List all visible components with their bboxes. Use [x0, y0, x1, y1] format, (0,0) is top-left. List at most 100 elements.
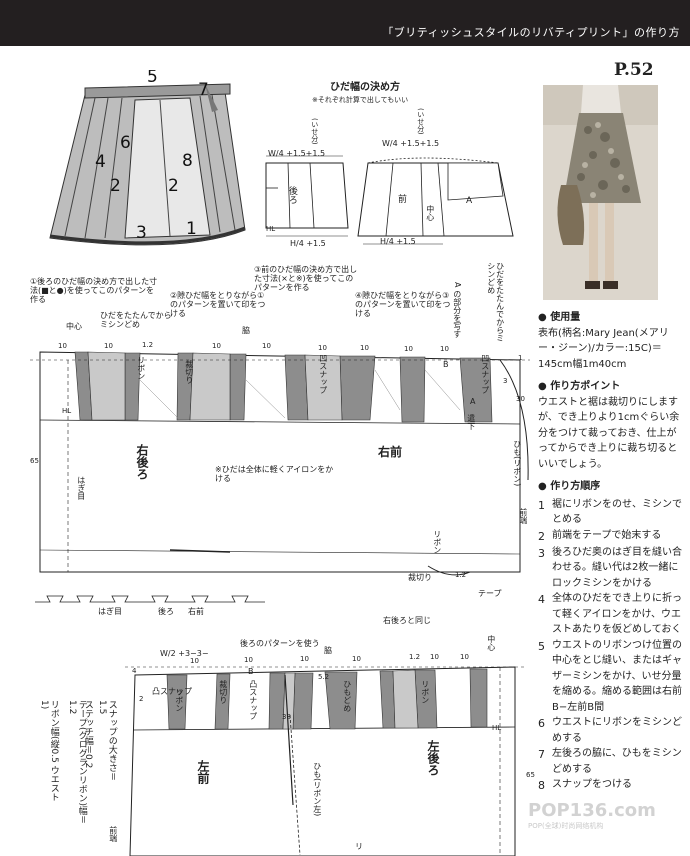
instructions-column: ● 使用量 表布(柄名:Mary Jean(メアリー・ジーン)/カラー:15C)…	[538, 303, 684, 794]
cross-seam: はぎ目	[98, 607, 122, 616]
note-stitch: ステッチ幅＝0.2	[82, 700, 93, 769]
pleat-waist-note-2: (いせ分)	[416, 108, 425, 135]
lower-back-left: 左後ろ	[426, 740, 440, 776]
upper-num-12: 1.2	[142, 341, 154, 349]
skirt-num-4: 4	[95, 152, 106, 172]
lower-ribbon: リボン	[174, 688, 184, 712]
page-number: P.52	[614, 60, 654, 80]
skirt-num-6: 6	[120, 133, 131, 153]
lower-ribbon2: リボン	[420, 680, 430, 704]
upper-num-3: 3	[503, 377, 508, 385]
upper-side: 脇	[242, 326, 250, 335]
upper-back-right: 右後ろ	[135, 444, 149, 480]
lower-center: 中心	[486, 635, 496, 651]
header-bar: 「ブリティッシュスタイルのリバティプリント」の作り方	[0, 0, 690, 46]
lower-b-snap: 凸スナップ	[248, 680, 258, 720]
pleat-waist-note-1: (いせ分)	[310, 118, 319, 145]
skirt-num-2a: 2	[110, 176, 121, 196]
upper-num-10f: 10	[360, 344, 369, 352]
lower-top-note: 右後ろと同じ	[383, 616, 431, 625]
pleat-dim-front: W/4 +1.5+1.5	[382, 139, 440, 148]
upper-snap2: 凹スナップ	[480, 354, 490, 394]
pleat-diagram	[265, 155, 514, 245]
upper-num-10h: 10	[440, 345, 449, 353]
annotation-5: ④隙ひだ幅をとりながら③のパターンを置いて印をつける	[355, 291, 451, 318]
note-tape: テープ(グログランリボン)幅＝1.2	[66, 700, 87, 825]
lower-num-10e: 10	[430, 653, 439, 661]
pleat-hl: HL	[266, 225, 276, 233]
model-photo	[543, 85, 658, 300]
upper-seam: はぎ目	[76, 476, 86, 500]
pleat-note: ※それぞれ計算で出してもいい	[312, 96, 409, 104]
lower-num-10a: 10	[190, 657, 199, 665]
lower-side: 脇	[324, 646, 332, 655]
skirt-num-3: 3	[136, 223, 147, 243]
upper-hem-cut: 裁切り	[408, 573, 432, 582]
upper-num-10e: 10	[318, 344, 327, 352]
upper-himo: ひも(リボン)	[512, 440, 522, 487]
lower-num-10b: 10	[244, 656, 253, 664]
upper-num-1: 1	[518, 354, 523, 362]
lower-num-12: 1.2	[409, 653, 421, 661]
lower-pattern	[125, 666, 525, 856]
upper-num-10d: 10	[262, 342, 271, 350]
annotation-6: A の部分を写す	[452, 282, 462, 339]
lower-b: B	[248, 667, 254, 676]
pleat-front-label: 前	[398, 195, 408, 205]
skirt-num-1: 1	[186, 219, 197, 239]
usage-title: ● 使用量	[538, 312, 581, 323]
upper-front-edge: 前端	[518, 508, 528, 524]
points-text: ウエストと裾は裁切りにしますが、でき上りより1cmぐらい余分をつけて裁っておき、…	[538, 396, 680, 470]
points-title: ● 作り方ポイント	[538, 381, 621, 392]
lower-front-edge: 前端	[108, 826, 118, 842]
pleat-a-label: A	[466, 196, 473, 206]
upper-a: A	[470, 397, 476, 406]
lower-himo-left: ひも(リボン左)	[312, 762, 322, 817]
annotation-2: ひだをたたんでからミシンどめ	[100, 311, 172, 329]
cross-section	[35, 595, 265, 603]
upper-iron-note: ※ひだは全体に軽くアイロンをかける	[215, 465, 334, 483]
upper-num-10c: 10	[212, 342, 221, 350]
lower-waist-cut: 裁切り	[218, 680, 228, 704]
lower-hl: HL	[492, 724, 502, 732]
annotation-7: ひだをたたんでからミシンどめ	[486, 262, 505, 342]
lower-num-65: 65	[526, 771, 535, 779]
lower-himo-dome: ひもどめ	[342, 680, 352, 712]
pleat-title: ひだ幅の決め方	[330, 82, 400, 93]
pleat-back-label: 後ろ	[286, 186, 297, 204]
annotation-4: ③前のひだ幅の決め方で出した寸法(×と※)を使ってこのパターンを作る	[254, 265, 358, 292]
lower-use-back: 後ろのパターンを使う	[240, 639, 320, 648]
upper-num-10b: 10	[104, 342, 113, 350]
upper-n12: 1.2	[455, 571, 467, 579]
upper-snap-concave: 凹スナップ	[318, 354, 328, 394]
pleat-center-label: 中心	[425, 205, 435, 221]
lower-num-4: 4	[132, 667, 137, 675]
header-title: 「ブリティッシュスタイルのリバティプリント」の作り方	[382, 26, 680, 39]
skirt-illustration: 5 7 6 8 4 2 2 3 1	[49, 70, 246, 246]
upper-pattern	[30, 351, 530, 576]
upper-b: B	[443, 360, 449, 369]
lower-num-10d: 10	[352, 655, 361, 663]
annotation-1: ①後ろのひだ幅の決め方で出した寸法(■と●)を使ってこのパターンを作る	[30, 277, 158, 304]
pleat-dim-h-front: H/4 +1.5	[380, 237, 416, 246]
lower-num-10c: 10	[300, 655, 309, 663]
upper-num-65: 65	[30, 457, 39, 465]
skirt-num-8: 8	[182, 151, 193, 171]
lower-dim: W/2 +3−3−	[160, 649, 209, 658]
upper-tsukuri: 遣下	[466, 414, 476, 430]
order-title: ● 作り方順序	[538, 481, 601, 492]
lower-num-52: 5.2	[318, 673, 330, 681]
annotation-3: ②隙ひだ幅をとりながら①のパターンを置いて印をつける	[170, 291, 266, 318]
usage-fabric: 表布(柄名:Mary Jean(メアリー・ジーン)/カラー:15C)＝145cm…	[538, 327, 669, 370]
note-ribbon: リボン幅(縦0.5 ウエスト1)	[38, 700, 59, 802]
upper-num-10a: 10	[58, 342, 67, 350]
note-snap-size: スナップの大きさ＝1.5	[96, 700, 117, 782]
cross-front-right: 右前	[188, 607, 204, 616]
